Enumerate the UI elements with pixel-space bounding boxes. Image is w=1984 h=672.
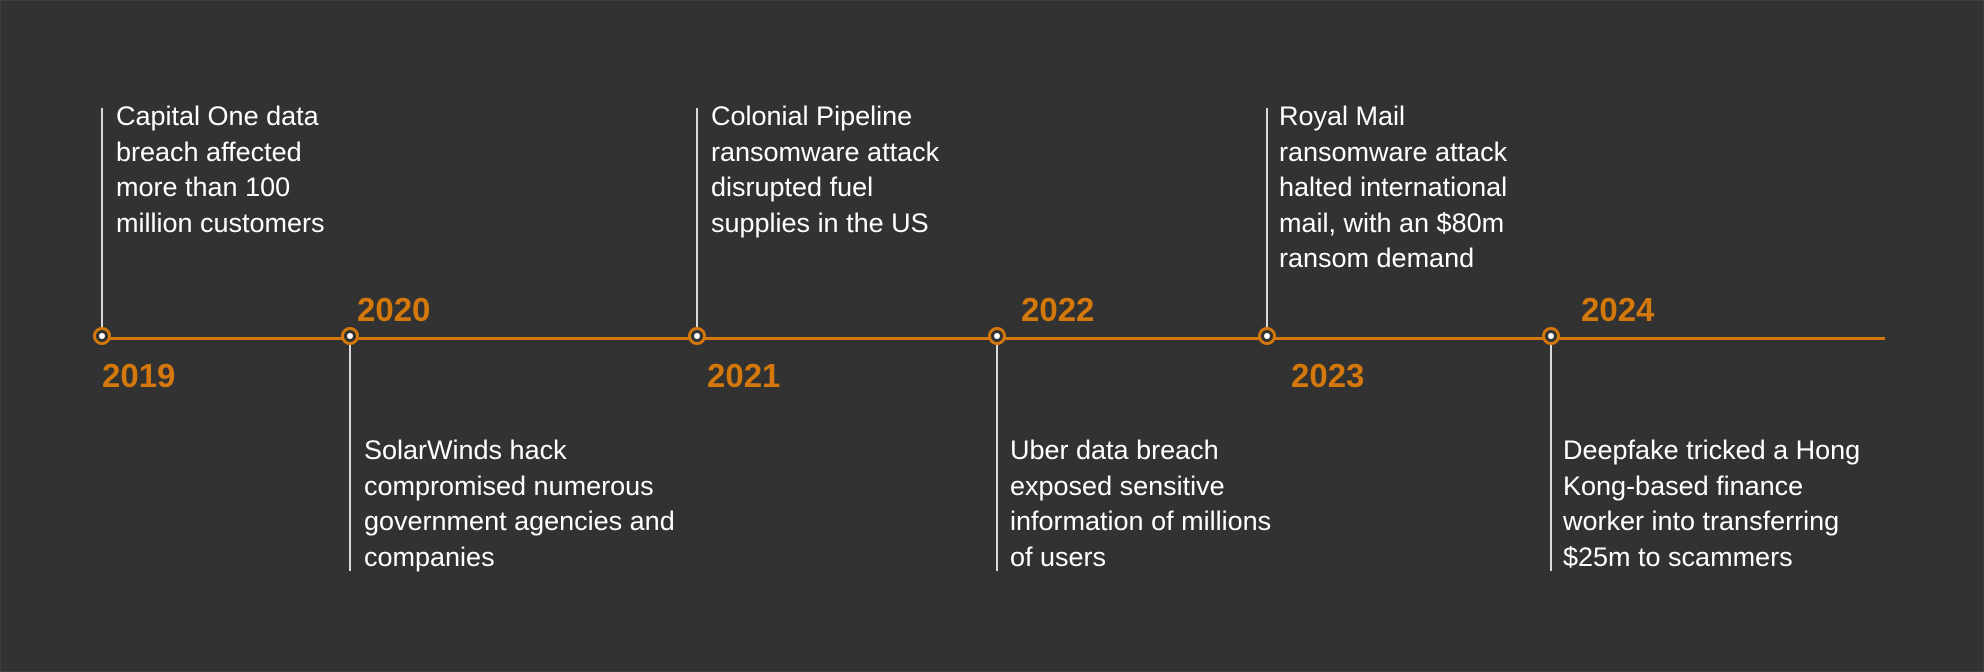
timeline-node-2023: [1258, 327, 1276, 345]
event-connector-2023: [1266, 108, 1268, 329]
year-label-2022: 2022: [1021, 291, 1095, 328]
node-dot: [694, 333, 700, 339]
node-dot: [99, 333, 105, 339]
timeline-node-2021: [688, 327, 706, 345]
event-connector-2024: [1550, 345, 1552, 571]
node-dot: [994, 333, 1000, 339]
event-description-2021: Colonial Pipeline ransomware attack disr…: [711, 101, 940, 238]
year-label-2020: 2020: [357, 291, 431, 328]
timeline-node-2020: [341, 327, 359, 345]
event-connector-2022: [996, 345, 998, 571]
event-description-2020: SolarWinds hack compromised numerous gov…: [364, 435, 675, 572]
node-dot: [347, 333, 353, 339]
event-connector-2020: [349, 345, 351, 571]
event-connector-2021: [696, 108, 698, 329]
event-description-2023: Royal Mail ransomware attack halted inte…: [1279, 101, 1508, 273]
year-label-2021: 2021: [707, 357, 781, 394]
event-description-2024: Deepfake tricked a Hong Kong-based finan…: [1563, 435, 1861, 572]
year-label-2019: 2019: [102, 357, 176, 394]
node-dot: [1264, 333, 1270, 339]
timeline-node-2022: [988, 327, 1006, 345]
year-label-2023: 2023: [1291, 357, 1365, 394]
event-connector-2019: [101, 108, 103, 329]
event-description-2022: Uber data breach exposed sensitive infor…: [1010, 435, 1272, 572]
node-dot: [1548, 333, 1554, 339]
event-description-2019: Capital One data breach affected more th…: [116, 101, 325, 238]
year-label-2024: 2024: [1581, 291, 1655, 328]
timeline-node-2019: [93, 327, 111, 345]
timeline-node-2024: [1542, 327, 1560, 345]
